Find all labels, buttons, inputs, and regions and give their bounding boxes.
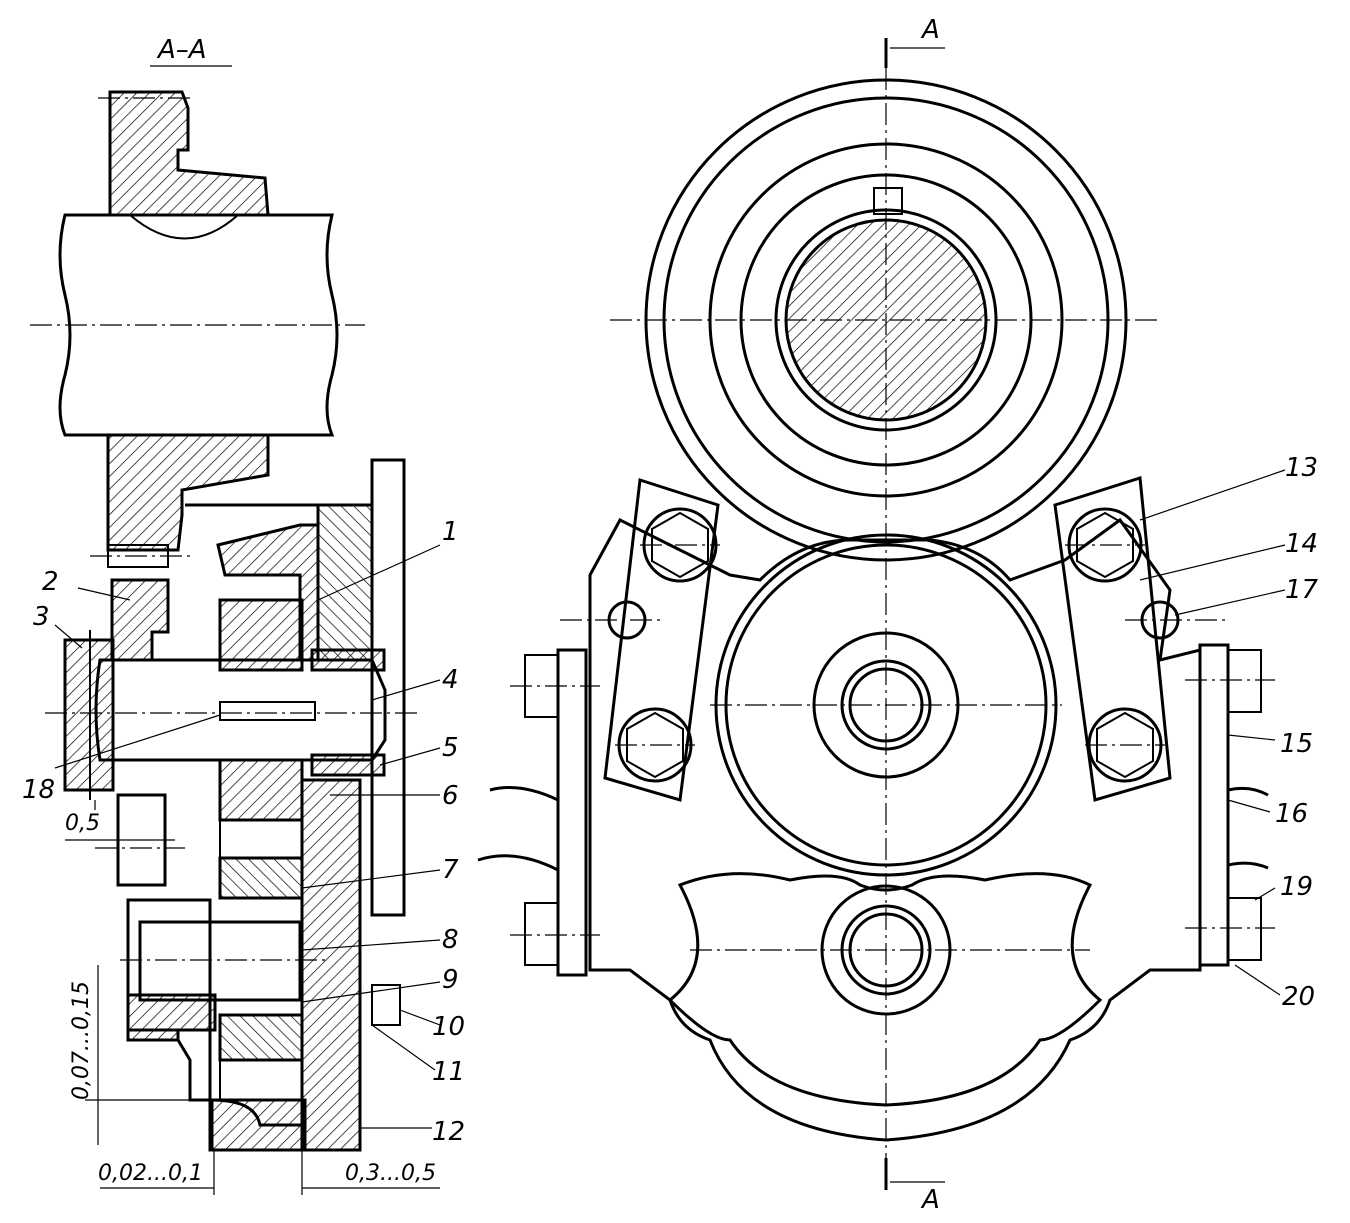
section-view: А–А: [30, 35, 440, 1195]
part-label-8: 8: [442, 925, 459, 955]
leaders-right: [1139, 469, 1286, 996]
part-label-9: 9: [442, 965, 459, 995]
part-label-3: 3: [33, 602, 50, 632]
part-label-11: 11: [432, 1057, 465, 1087]
part-label-15: 15: [1280, 729, 1313, 759]
part-label-17: 17: [1285, 575, 1319, 605]
part-label-12: 12: [432, 1117, 465, 1147]
part-label-6: 6: [442, 781, 459, 811]
part-label-10: 10: [432, 1012, 465, 1042]
leaders-left: [54, 544, 441, 1129]
part-label-14: 14: [1285, 529, 1318, 559]
part-label-1: 1: [442, 517, 459, 547]
dim-gap-left-top: 0,5: [65, 811, 100, 836]
dim-gap-vertical: 0,07...0,15: [69, 981, 94, 1100]
part-label-5: 5: [442, 733, 459, 763]
dim-gap-bottom-left: 0,02...0,1: [98, 1161, 203, 1186]
part-label-18: 18: [22, 775, 55, 805]
part-label-19: 19: [1280, 872, 1313, 902]
part-label-16: 16: [1275, 799, 1308, 829]
part-label-13: 13: [1285, 453, 1318, 483]
part-label-7: 7: [442, 855, 459, 885]
section-mark-top: A: [920, 15, 940, 45]
part-label-4: 4: [442, 665, 459, 695]
section-mark-bottom: A: [920, 1185, 940, 1215]
dim-gap-bottom-right: 0,3...0,5: [345, 1161, 436, 1186]
part-label-2: 2: [42, 567, 59, 597]
section-title: А–А: [156, 35, 207, 65]
front-view: A A: [477, 15, 1275, 1215]
part-labels-left: 1 2 3 4 5 6 7 8 9 10 11 12 18: [22, 517, 465, 1147]
part-labels-right: 13 14 17 15 16 19 20: [1275, 453, 1319, 1012]
part-label-20: 20: [1282, 982, 1315, 1012]
